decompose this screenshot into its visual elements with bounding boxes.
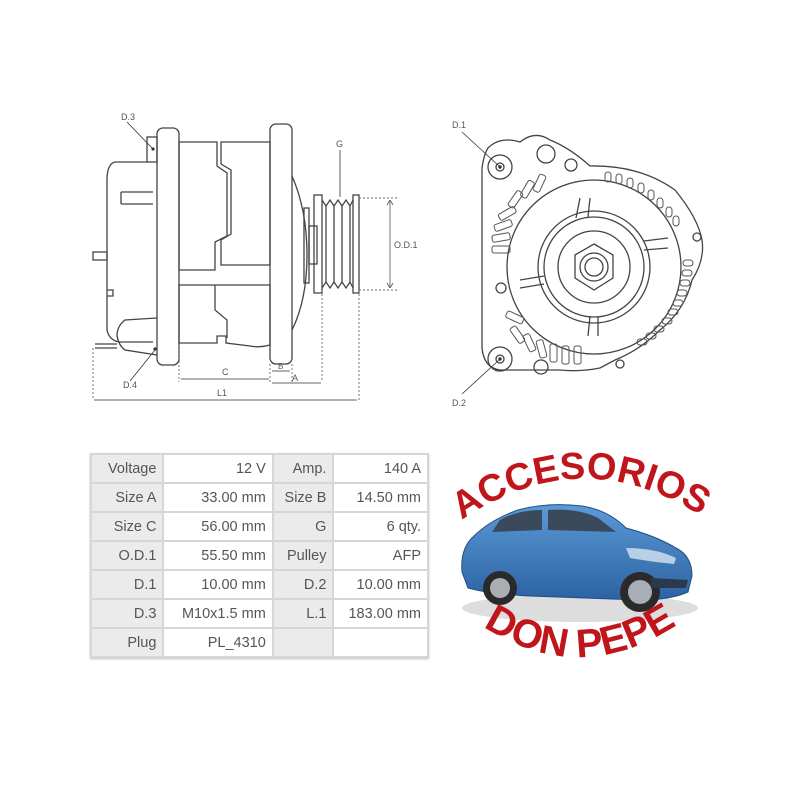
label-b: B: [278, 362, 283, 371]
spec-label: Amp.: [271, 453, 335, 484]
spec-label: Size B: [271, 482, 335, 513]
spec-value: 183.00 mm: [332, 598, 429, 629]
table-row: Plug PL_4310: [89, 627, 429, 658]
spec-value: 56.00 mm: [162, 511, 274, 542]
spec-value: AFP: [332, 540, 429, 571]
label-d2: D.2: [452, 398, 466, 408]
label-od1: O.D.1: [394, 240, 418, 250]
spec-value: 10.00 mm: [332, 569, 429, 600]
spec-value: 140 A: [332, 453, 429, 484]
table-row: Voltage 12 V Amp. 140 A: [89, 453, 429, 484]
brand-logo: ACCESORIOS DON PEPE: [444, 445, 717, 666]
alternator-side-view-diagram: D.3 D.4 G O.D.1 C B A L1: [92, 112, 418, 401]
label-a: A: [292, 373, 298, 383]
spec-label: Size C: [89, 511, 165, 542]
spec-value: 14.50 mm: [332, 482, 429, 513]
spec-label: [271, 627, 335, 658]
spec-label: Voltage: [89, 453, 165, 484]
spec-value: [332, 627, 429, 658]
spec-label: Pulley: [271, 540, 335, 571]
spec-value: M10x1.5 mm: [162, 598, 274, 629]
car-image: [461, 504, 698, 622]
alternator-front-view-diagram: D.1 D.2: [452, 120, 704, 408]
spec-label: D.2: [271, 569, 335, 600]
spec-value: 55.50 mm: [162, 540, 274, 571]
spec-label: D.3: [89, 598, 165, 629]
spec-value: 6 qty.: [332, 511, 429, 542]
spec-label: D.1: [89, 569, 165, 600]
spec-value: 12 V: [162, 453, 274, 484]
label-l1: L1: [217, 388, 227, 398]
label-c: C: [222, 367, 229, 377]
table-row: D.3 M10x1.5 mm L.1 183.00 mm: [89, 598, 429, 629]
label-d3: D.3: [121, 112, 135, 122]
table-row: D.1 10.00 mm D.2 10.00 mm: [89, 569, 429, 600]
table-row: O.D.1 55.50 mm Pulley AFP: [89, 540, 429, 571]
spec-value: 10.00 mm: [162, 569, 274, 600]
spec-label: O.D.1: [89, 540, 165, 571]
spec-label: Size A: [89, 482, 165, 513]
spec-label: G: [271, 511, 335, 542]
spec-label: L.1: [271, 598, 335, 629]
spec-value: 33.00 mm: [162, 482, 274, 513]
label-d4: D.4: [123, 380, 137, 390]
table-row: Size A 33.00 mm Size B 14.50 mm: [89, 482, 429, 513]
spec-value: PL_4310: [162, 627, 274, 658]
specifications-table: Voltage 12 V Amp. 140 A Size A 33.00 mm …: [89, 453, 429, 658]
spec-label: Plug: [89, 627, 165, 658]
label-g: G: [336, 139, 343, 149]
label-d1: D.1: [452, 120, 466, 130]
table-row: Size C 56.00 mm G 6 qty.: [89, 511, 429, 542]
